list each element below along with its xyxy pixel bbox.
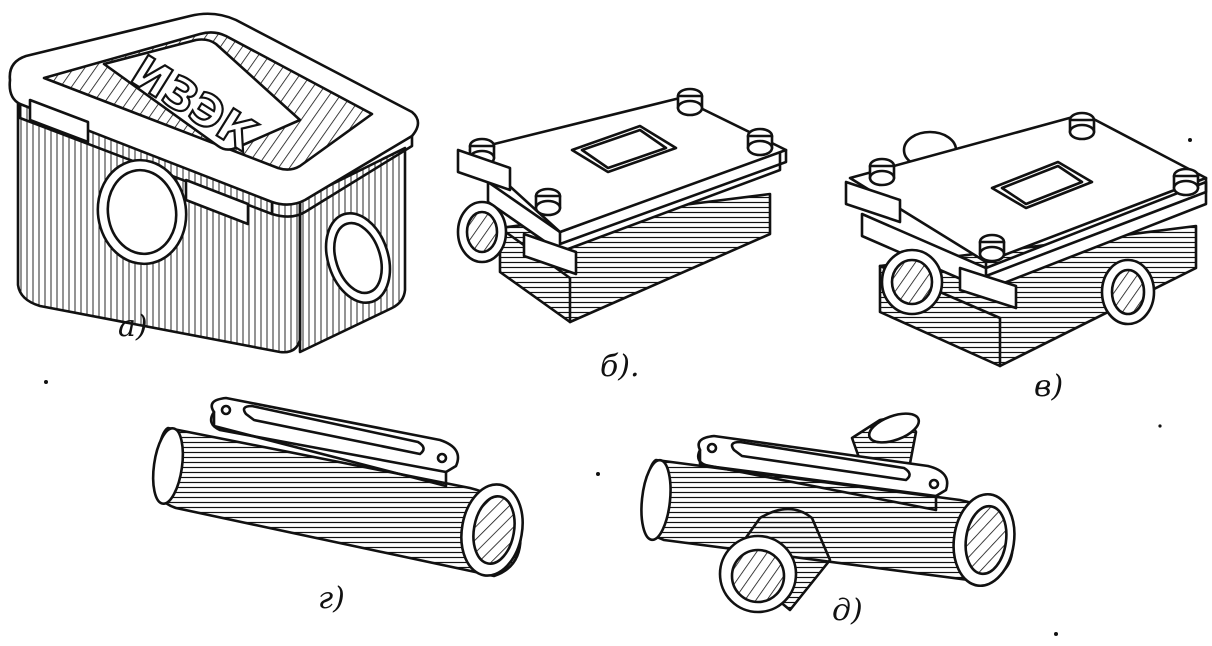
label-v: в) — [1034, 369, 1064, 404]
label-b: б). — [600, 349, 640, 384]
label-g: г) — [318, 581, 345, 616]
box-v — [844, 111, 1208, 368]
print-specks — [44, 138, 1192, 636]
label-d: д) — [832, 593, 863, 628]
fitting-d — [640, 412, 1016, 614]
fitting-g — [151, 396, 524, 578]
box-a: ИЗЭК — [8, 12, 420, 354]
box-b — [456, 87, 788, 324]
label-a: а) — [118, 309, 148, 344]
